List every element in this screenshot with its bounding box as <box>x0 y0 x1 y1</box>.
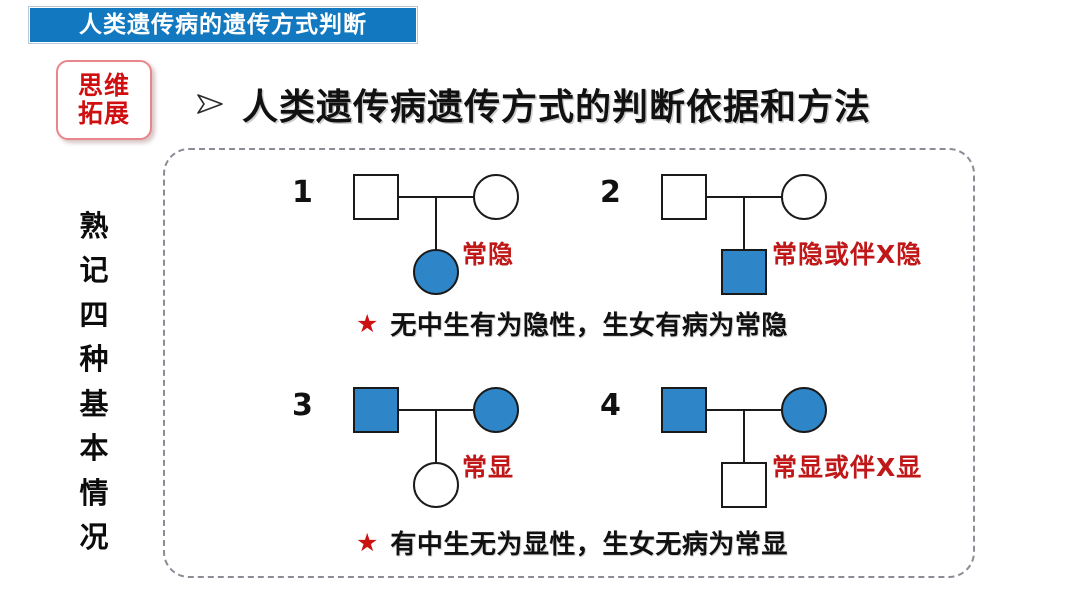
vertical-label: 熟 记 四 种 基 本 情 况 <box>72 212 116 552</box>
vertical-char-7: 况 <box>79 519 109 554</box>
arrow-bullet-icon <box>196 91 224 117</box>
content-dashed-box <box>163 148 975 578</box>
vertical-char-6: 情 <box>79 475 109 510</box>
child-symbol-circle-affected <box>413 249 459 295</box>
pedigree-label-3: 常显 <box>462 453 515 482</box>
pedigree-diagram-4 <box>661 387 827 508</box>
mother-symbol-circle-affected <box>781 387 827 433</box>
mother-symbol-circle-affected <box>473 387 519 433</box>
header-banner: 人类遗传病的遗传方式判断 <box>28 6 418 44</box>
badge-line-2: 拓展 <box>77 99 130 128</box>
pedigree-label-4: 常显或伴X显 <box>772 453 923 482</box>
pedigree-number-4: 4 <box>600 388 621 423</box>
pedigree-chart-3: 3 常显 <box>292 385 592 520</box>
vertical-char-0: 熟 <box>79 209 109 243</box>
pedigree-number-1: 1 <box>292 175 313 210</box>
father-symbol-square-unaffected <box>661 174 707 220</box>
conclusion-line-1: ★ 无中生有为隐性，生女有病为常隐 <box>356 305 788 342</box>
vertical-char-3: 种 <box>79 342 109 377</box>
pedigree-chart-4: 4 常显或伴X显 <box>600 385 921 520</box>
header-banner-fill: 人类遗传病的遗传方式判断 <box>30 8 416 42</box>
main-heading-text: 人类遗传病遗传方式的判断依据和方法 <box>242 87 872 128</box>
pedigree-chart-1: 1 常隐 <box>292 172 592 307</box>
pedigree-label-1: 常隐 <box>462 240 515 269</box>
star-icon: ★ <box>356 528 379 557</box>
badge-line-1: 思维 <box>77 71 130 100</box>
child-symbol-square-unaffected <box>721 462 767 508</box>
conclusion-text-2: 有中生无为显性，生女无病为常显 <box>390 530 788 560</box>
conclusion-line-2: ★ 有中生无为显性，生女无病为常显 <box>356 524 788 561</box>
star-icon: ★ <box>356 309 379 338</box>
pedigree-number-2: 2 <box>600 175 621 210</box>
main-heading: 人类遗传病遗传方式的判断依据和方法 <box>196 78 871 130</box>
pedigree-number-3: 3 <box>292 388 313 423</box>
vertical-char-1: 记 <box>79 253 109 288</box>
father-symbol-square-unaffected <box>353 174 399 220</box>
father-symbol-square-affected <box>353 387 399 433</box>
child-symbol-square-affected <box>721 249 767 295</box>
page-title: 人类遗传病的遗传方式判断 <box>79 11 367 38</box>
thinking-expansion-badge: 思维 拓展 <box>56 60 152 140</box>
vertical-char-4: 基 <box>79 386 109 421</box>
pedigree-label-2: 常隐或伴X隐 <box>772 240 923 269</box>
child-symbol-circle-unaffected <box>413 462 459 508</box>
conclusion-text-1: 无中生有为隐性，生女有病为常隐 <box>390 311 788 341</box>
pedigree-diagram-1 <box>353 174 519 295</box>
pedigree-diagram-2 <box>661 174 827 295</box>
mother-symbol-circle-unaffected <box>781 174 827 220</box>
pedigree-diagram-3 <box>353 387 519 508</box>
mother-symbol-circle-unaffected <box>473 174 519 220</box>
pedigree-chart-2: 2 常隐或伴X隐 <box>600 172 921 307</box>
vertical-char-5: 本 <box>79 431 109 466</box>
vertical-char-2: 四 <box>79 297 109 332</box>
father-symbol-square-affected <box>661 387 707 433</box>
